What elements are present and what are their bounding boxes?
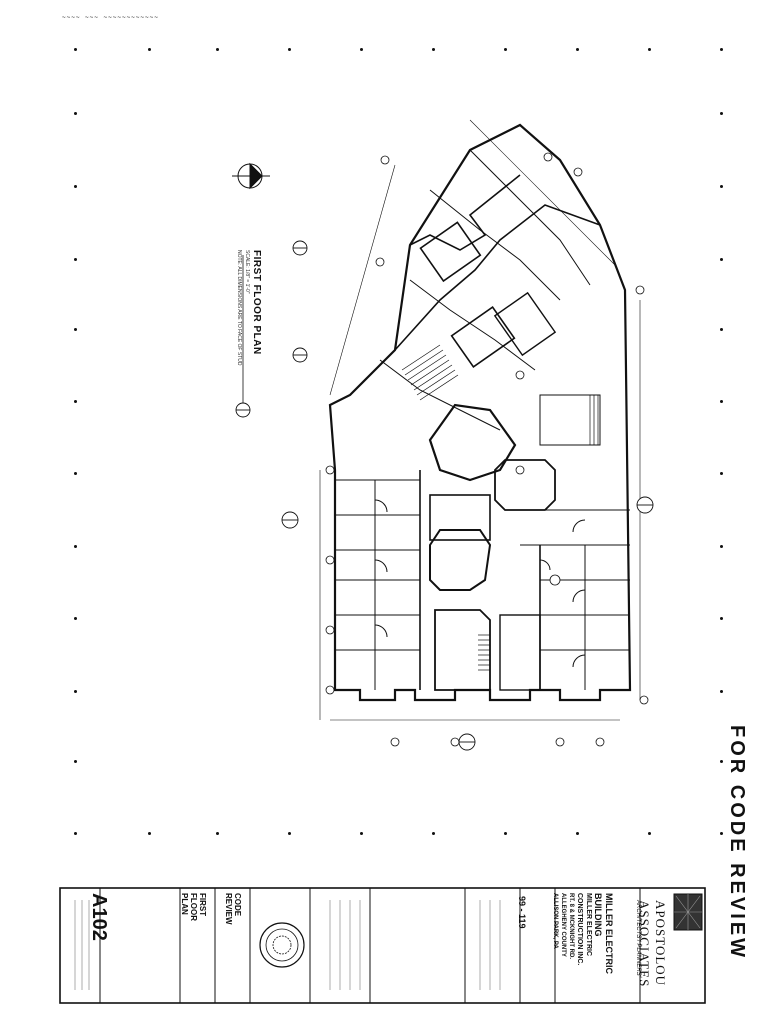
- project-name-line1: MILLER ELECTRIC: [604, 893, 614, 974]
- client-line2: CONSTRUCTION INC.: [576, 893, 583, 966]
- client-line1: MILLER ELECTRIC: [585, 893, 592, 956]
- sheet-desc-line2: FLOOR: [189, 893, 198, 921]
- plan-scale: SCALE: 1/8" = 1'-0": [244, 250, 250, 294]
- fax-header: ~~~~ ~~~ ~~~~~~~~~~~~: [62, 14, 159, 21]
- code-review-stamp: FOR CODE REVIEW: [726, 725, 748, 961]
- section-marker-icon: [235, 240, 654, 751]
- sheet-number: A102: [88, 893, 110, 941]
- project-name-line2: BUILDING: [593, 893, 603, 937]
- sheet-title-line2: REVIEW: [224, 893, 233, 925]
- plan-title: FIRST FLOOR PLAN: [251, 250, 262, 355]
- address-line2: ALLEGHENY COUNTY: [560, 893, 566, 957]
- address-line3: ALLISON PARK, PA: [552, 893, 558, 949]
- title-block-frame: [59, 887, 706, 1004]
- address-line1: RT. 8 & MCKNIGHT RD.: [568, 893, 574, 959]
- sheet-desc-line1: FIRST: [198, 893, 207, 917]
- sheet-title-line1: CODE: [233, 893, 242, 917]
- revision-entries: [74, 900, 501, 990]
- plan-note: NOTE: ALL DIMENSIONS ARE TO FACE OF STUD: [236, 250, 242, 366]
- north-arrow-icon: [232, 162, 270, 190]
- firm-logo: [673, 893, 703, 931]
- architect-seal-icon: [259, 922, 305, 968]
- job-number: 99 - 119: [517, 896, 527, 929]
- firm-tagline: ARCHITECTS / PLANNERS: [635, 900, 641, 976]
- firm-name-line1: APOSTOLOU: [653, 900, 668, 987]
- sheet-desc-line3: PLAN: [180, 893, 189, 915]
